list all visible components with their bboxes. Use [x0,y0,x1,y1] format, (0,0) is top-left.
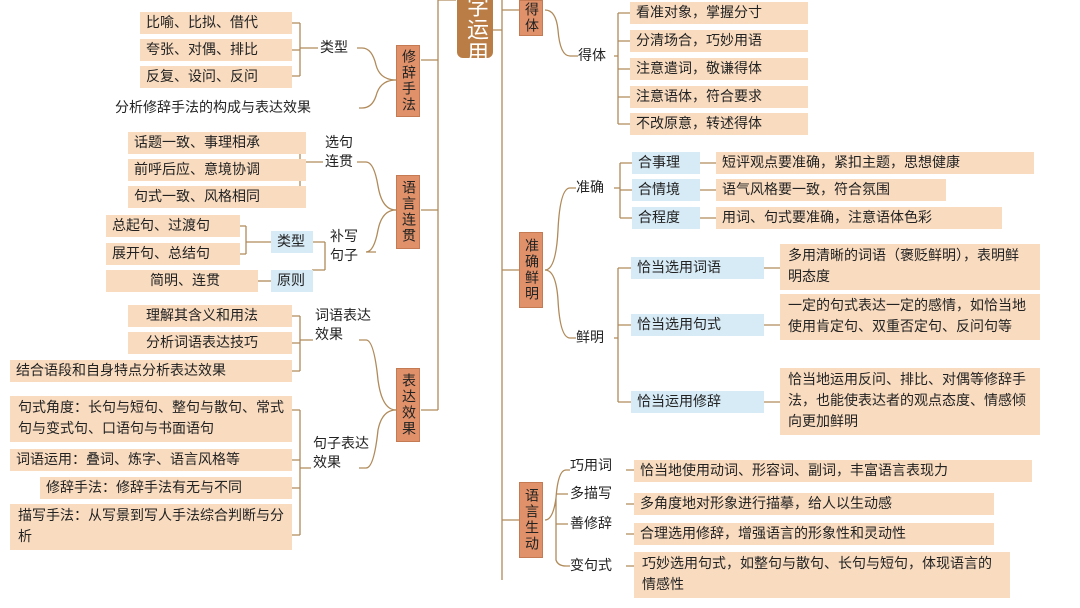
supply-sentence-label: 补写句子 [330,229,358,264]
precise-tag: 合情境 [632,179,700,201]
type-tag: 类型 [271,231,313,253]
lively-tag: 变句式 [570,558,612,574]
vivid-text: 恰当地运用反问、排比、对偶等修辞手法，也能使表达者的观点态度、情感倾向更加鲜明 [780,368,1040,435]
lively-text: 恰当地使用动词、形容词、副词，丰富语言表现力 [634,460,1032,482]
choose-item: 句式一致、风格相同 [128,186,306,208]
vivid-tag: 恰当选用词语 [631,257,764,279]
category-accurate-vivid: 准确鲜明 [519,232,543,308]
choose-item: 话题一致、事理相承 [128,132,306,154]
precise-label: 准确 [576,180,604,196]
category-appropriate: 得体 [519,0,543,36]
vivid-tag: 恰当选用句式 [631,314,764,336]
rhetoric-type-label: 类型 [320,40,348,56]
appropriate-sub-label: 得体 [578,48,606,64]
supply-type-item: 展开句、总结句 [106,243,240,265]
lively-tag: 巧用词 [570,458,612,474]
vivid-text: 一定的句式表达一定的感情，如恰当地使用肯定句、双重否定句、反问句等 [780,294,1040,340]
appropriate-item: 不改原意，转述得体 [630,113,808,135]
category-rhetoric: 修辞手法 [396,45,420,117]
appropriate-item: 分清场合，巧妙用语 [630,30,808,52]
precise-text: 语气风格要一致，符合氛围 [716,179,946,201]
sentence-effect-item: 描写手法：从写景到写人手法综合判断与分析 [10,504,292,550]
precise-tag: 合事理 [632,152,700,174]
supply-principle-item: 简明、连贯 [106,270,258,292]
vivid-text: 多用清晰的词语（褒贬鲜明），表明鲜明态度 [780,244,1040,290]
lively-text: 多角度地对形象进行描摹，给人以生动感 [634,493,994,515]
rhetoric-analysis: 分析修辞手法的构成与表达效果 [115,100,311,116]
sentence-effect-item: 词语运用：叠词、炼字、语言风格等 [10,449,292,471]
precise-text: 短评观点要准确，紧扣主题，思想健康 [716,152,1034,174]
category-lively: 语言生动 [519,482,543,558]
category-coherence: 语言连贯 [396,175,420,249]
choose-sentence-label: 选句连贯 [325,135,353,170]
word-effect-label: 词语表达效果 [315,308,371,343]
vivid-tag: 恰当运用修辞 [631,391,764,413]
word-effect-item: 理解其含义和用法 [128,305,292,327]
appropriate-item: 注意遣词，敬谦得体 [630,58,808,80]
rhetoric-type-item: 比喻、比拟、借代 [140,12,292,34]
vivid-label: 鲜明 [576,330,604,346]
lively-text: 巧妙选用句式，如整句与散句、长句与短句，体现语言的情感性 [634,552,1010,598]
principle-tag: 原则 [271,270,313,292]
word-effect-item: 结合语段和自身特点分析表达效果 [10,360,292,382]
choose-item: 前呼后应、意境协调 [128,159,306,181]
precise-tag: 合程度 [632,207,700,229]
lively-tag: 多描写 [570,486,612,502]
precise-text: 用词、句式要准确，注意语体色彩 [716,207,1002,229]
sentence-effect-item: 修辞手法：修辞手法有无与不同 [40,477,292,499]
root-topic: 字运用 [457,0,493,64]
lively-text: 合理选用修辞，增强语言的形象性和灵动性 [634,523,994,545]
category-effect: 表达效果 [396,368,420,442]
rhetoric-type-item: 反复、设问、反问 [140,66,292,88]
appropriate-item: 注意语体，符合要求 [630,86,808,108]
sentence-effect-item: 句式角度：长句与短句、整句与散句、常式句与变式句、口语句与书面语句 [10,396,292,442]
supply-type-item: 总起句、过渡句 [106,215,240,237]
sentence-effect-label: 句子表达效果 [313,436,369,471]
rhetoric-type-item: 夸张、对偶、排比 [140,39,292,61]
lively-tag: 善修辞 [570,516,612,532]
appropriate-item: 看准对象，掌握分寸 [630,2,808,24]
word-effect-item: 分析词语表达技巧 [128,332,292,354]
